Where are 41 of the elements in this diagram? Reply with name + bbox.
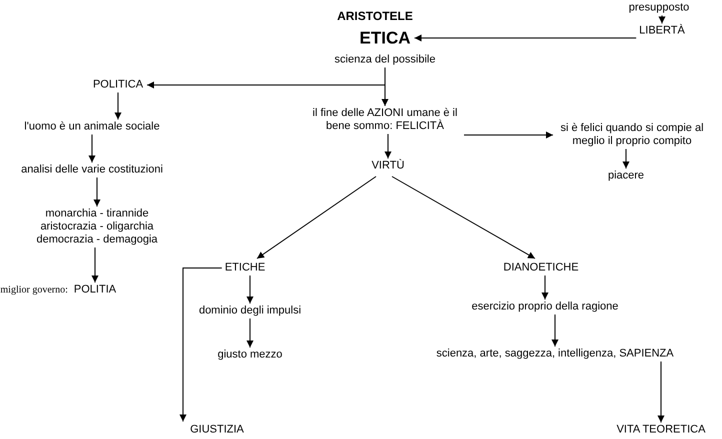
arrow [414, 34, 637, 42]
arrow [658, 15, 666, 24]
concept-text: ETICHE [224, 262, 266, 274]
arrow [552, 314, 558, 347]
arrow [246, 318, 254, 348]
arrow [384, 134, 392, 159]
arrow [622, 148, 630, 169]
arrow [92, 247, 98, 283]
concept-text: scienza, arte, saggezza, intelligenza, SAPIENZA [436, 348, 674, 360]
concept-text: l'uomo è un animale sociale [24, 120, 160, 134]
concept-text: monarchia - tirannide aristocrazia - oligarchia democrazia - demagogia [22, 208, 172, 246]
concept-text: DIANOETICHE [503, 262, 579, 274]
arrow [256, 176, 376, 259]
concept-text: POLITIA [74, 284, 116, 296]
arrow [542, 275, 548, 300]
arrow [464, 132, 554, 138]
side-note: miglior governo: [0, 284, 68, 296]
concept-text: ETICA [360, 32, 410, 44]
arrow [392, 176, 536, 259]
concept-text: scienza del possibile [334, 54, 436, 66]
concept-text: VIRTÙ [372, 160, 404, 172]
concept-text: POLITICA [92, 78, 144, 92]
concept-text: VITA TEORETICA [616, 424, 706, 436]
arrow [382, 67, 388, 106]
arrow [88, 134, 96, 163]
arrow [180, 268, 222, 422]
title: ARISTOTELE [337, 9, 413, 23]
concept-text: giusto mezzo [218, 348, 282, 362]
concept-text: LIBERTÀ [639, 24, 685, 38]
concept-text: si è felici quando si compie al meglio il proprio compito [557, 122, 707, 148]
concept-text: GIUSTIZIA [190, 424, 244, 436]
concept-text: esercizio proprio della ragione [472, 300, 618, 314]
concept-text: il fine delle AZIONI umane è il bene sommo: FELICITÀ [309, 107, 461, 133]
arrow [246, 275, 254, 304]
arrow [658, 361, 664, 423]
concept-text: dominio degli impulsi [198, 304, 302, 318]
arrow [114, 92, 122, 120]
concept-text: analisi delle varie costituzioni [21, 164, 163, 176]
concept-text: presupposto [628, 2, 690, 14]
concept-text: piacere [608, 170, 644, 182]
arrow [94, 177, 100, 207]
